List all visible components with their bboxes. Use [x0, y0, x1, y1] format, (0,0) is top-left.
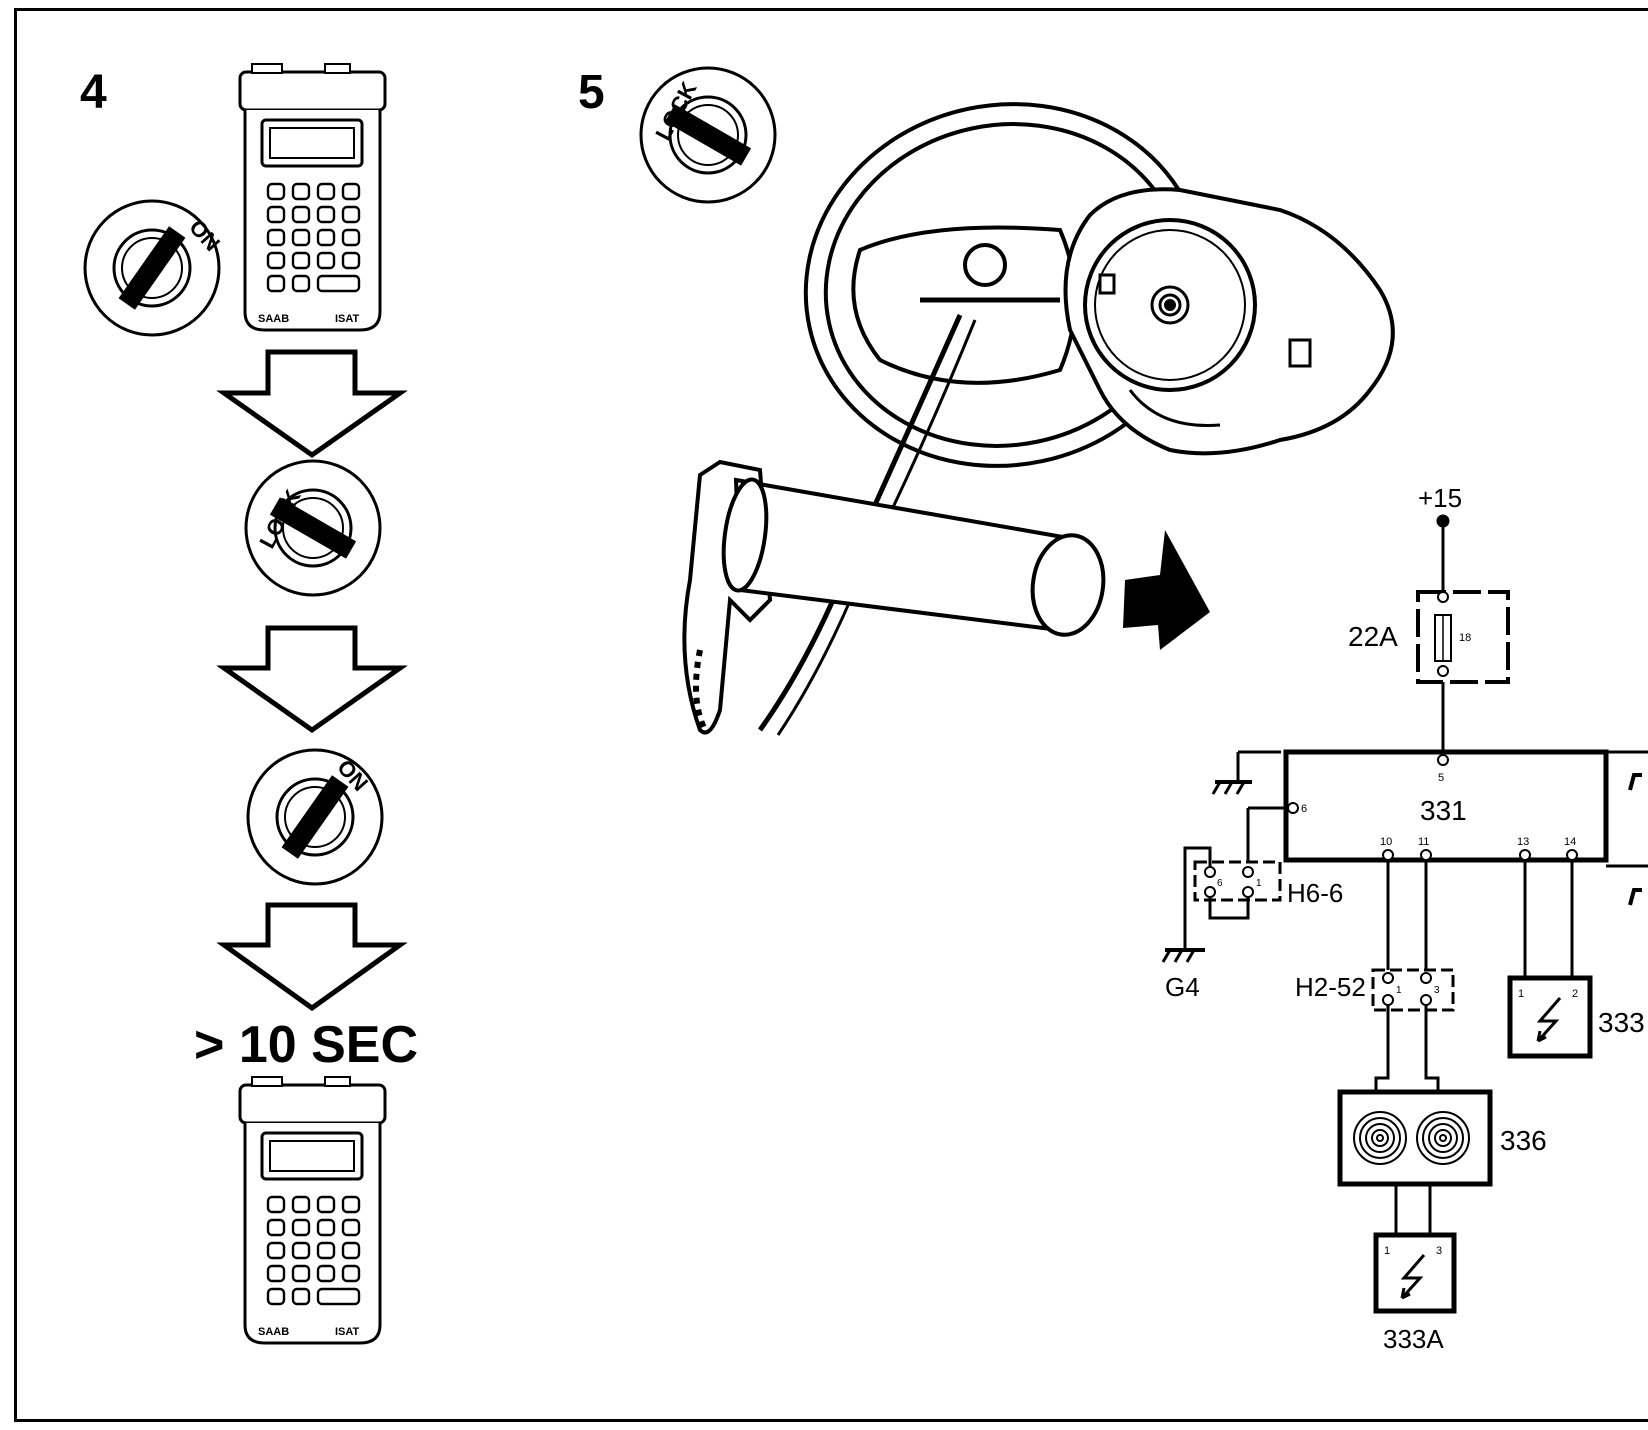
step-5-number: 5 [578, 66, 605, 119]
airbag-passenger-label: 333 [1598, 1007, 1645, 1038]
tester-brand-left: SAAB [258, 1326, 289, 1338]
down-arrow-icon [216, 625, 408, 734]
pin-11-label: 11 [1418, 836, 1429, 848]
diagnostic-tester-bottom: SAAB ISAT [238, 1075, 387, 1345]
page-border [14, 8, 1648, 1422]
airbag-333-pin-2-label: 2 [1572, 988, 1578, 1000]
pin-14-label: 14 [1564, 836, 1576, 848]
right-arrow-icon [1123, 530, 1210, 650]
h6-6-pin-1-label: 1 [1256, 878, 1262, 889]
timer-label: > 10 SEC [194, 1016, 418, 1074]
fuse-label: 22A [1348, 621, 1398, 652]
connector-h6-6-label: H6-6 [1287, 878, 1343, 908]
ground-label: G4 [1165, 972, 1200, 1002]
tester-brand-left: SAAB [258, 313, 289, 325]
connector-h2-52-label: H2-52 [1295, 972, 1366, 1002]
airbag-333a-pin-3-label: 3 [1436, 1245, 1442, 1257]
h2-52-pin-3-label: 3 [1434, 985, 1440, 996]
airbag-module-illustration [1063, 187, 1395, 456]
fuse-number-label: 18 [1459, 632, 1471, 644]
h6-6-pin-6-label: 6 [1217, 878, 1223, 889]
control-unit-label: 331 [1420, 795, 1467, 826]
step-4-number: 4 [80, 66, 107, 119]
airbag-333a-pin-1-label: 1 [1384, 1245, 1390, 1257]
pin-13-label: 13 [1517, 836, 1529, 848]
ignition-switch-lock-icon [244, 459, 382, 597]
ignition-switch-on-icon [83, 199, 221, 337]
tester-brand-right: ISAT [335, 313, 360, 325]
diagnostic-tester-top: SAAB ISAT [238, 62, 387, 332]
supply-label: +15 [1418, 483, 1462, 513]
wiring-diagram [1161, 514, 1648, 1314]
pin-5-label: 5 [1438, 772, 1444, 784]
wrapped-airbag-handle-illustration [682, 459, 1106, 735]
down-arrow-icon [216, 902, 408, 1012]
h2-52-pin-1-label: 1 [1396, 985, 1402, 996]
contact-reel-label: 336 [1500, 1125, 1547, 1156]
ignition-switch-lock-icon [639, 66, 777, 204]
airbag-driver-label: 333A [1383, 1324, 1444, 1354]
pin-10-label: 10 [1380, 836, 1392, 848]
pin-6-label: 6 [1301, 803, 1307, 815]
ignition-switch-on-icon [246, 748, 384, 886]
tester-brand-right: ISAT [335, 1326, 360, 1338]
down-arrow-icon [216, 349, 408, 459]
airbag-333-pin-1-label: 1 [1518, 988, 1524, 1000]
